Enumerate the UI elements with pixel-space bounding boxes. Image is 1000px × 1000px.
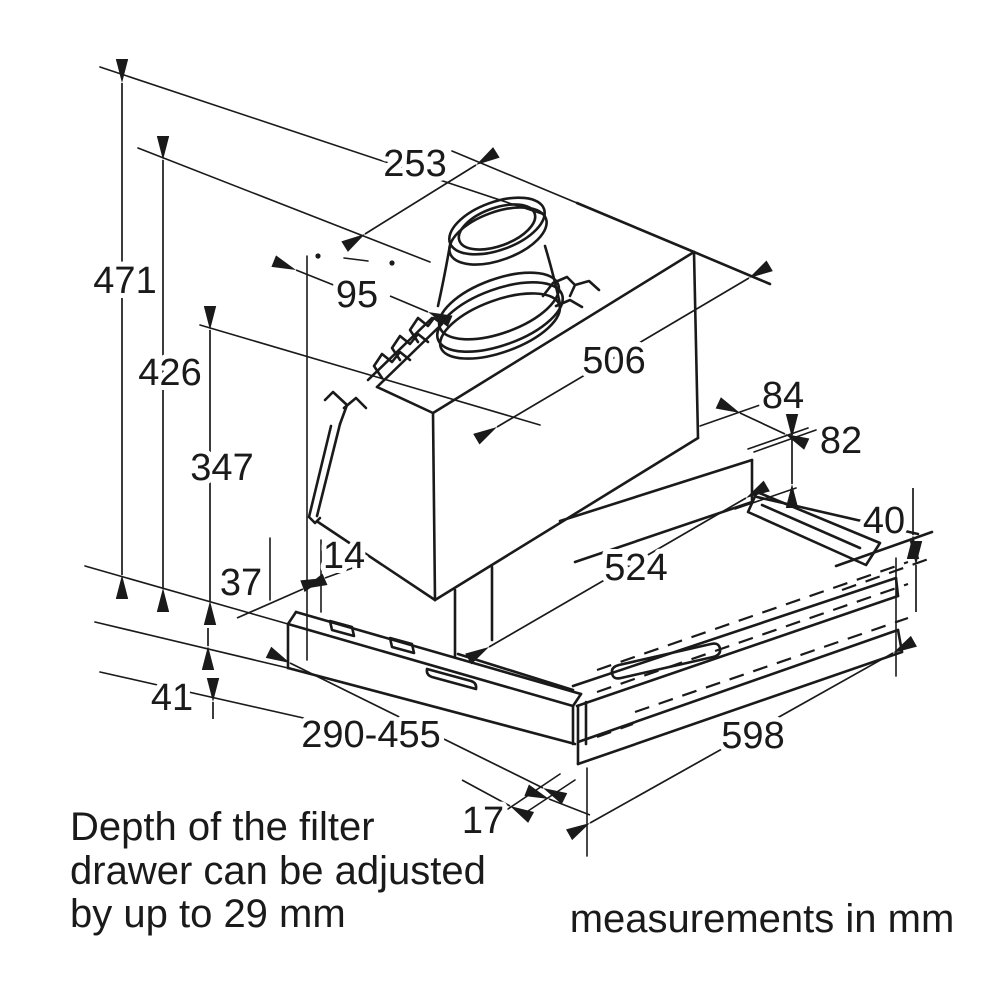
dim-label-471: 471 <box>93 260 156 302</box>
center-line-marks <box>315 253 395 266</box>
drawer-notch <box>328 619 356 638</box>
note-line-1: Depth of the filter <box>70 805 375 849</box>
caption: Depth of the filter drawer can be adjust… <box>65 800 959 946</box>
dim-line-253 <box>341 147 500 252</box>
clamp-hook <box>541 275 601 298</box>
note-line-2: drawer can be adjusted <box>70 849 486 893</box>
dim-label-41: 41 <box>151 677 193 719</box>
dim-label-347: 347 <box>190 447 253 489</box>
mounting-clips <box>307 316 444 525</box>
dim-arrow-37 <box>236 573 328 619</box>
dim-line-290-455 <box>265 646 568 805</box>
dim-arrow-17-right <box>524 784 591 816</box>
dim-line-598 <box>566 635 917 841</box>
dim-label-506: 506 <box>582 340 645 382</box>
dim-label-37: 37 <box>220 562 262 604</box>
dim-label-82: 82 <box>820 420 862 462</box>
mounting-bracket <box>746 490 934 568</box>
dim-label-17: 17 <box>462 800 504 842</box>
dim-line-84 <box>715 397 810 450</box>
dim-label-95: 95 <box>336 274 378 316</box>
dim-label-84: 84 <box>762 375 804 417</box>
note-line-3: by up to 29 mm <box>70 892 346 936</box>
dim-label-524: 524 <box>604 547 667 589</box>
dim-label-40: 40 <box>863 500 905 542</box>
hood-body <box>316 201 772 602</box>
dim-label-253: 253 <box>383 143 446 185</box>
dimension-lines <box>115 59 923 841</box>
dim-label-598: 598 <box>721 715 784 757</box>
dimension-labels: 253 471 95 426 506 84 82 347 40 14 37 52… <box>88 138 910 847</box>
dim-line-506 <box>473 260 773 445</box>
handle-slot <box>610 642 722 680</box>
dim-label-290-455: 290-455 <box>301 714 440 756</box>
dim-arrow-14 <box>300 565 359 593</box>
duct-collar <box>435 196 601 360</box>
dim-label-426: 426 <box>138 352 201 394</box>
dim-label-14: 14 <box>323 535 365 577</box>
units-note: measurements in mm <box>570 897 955 941</box>
dim-arrow-95-right <box>389 295 453 328</box>
dim-arrow-17-left <box>461 779 535 823</box>
dim-line-524 <box>465 480 770 665</box>
dim-arrow-95-left <box>271 255 342 289</box>
